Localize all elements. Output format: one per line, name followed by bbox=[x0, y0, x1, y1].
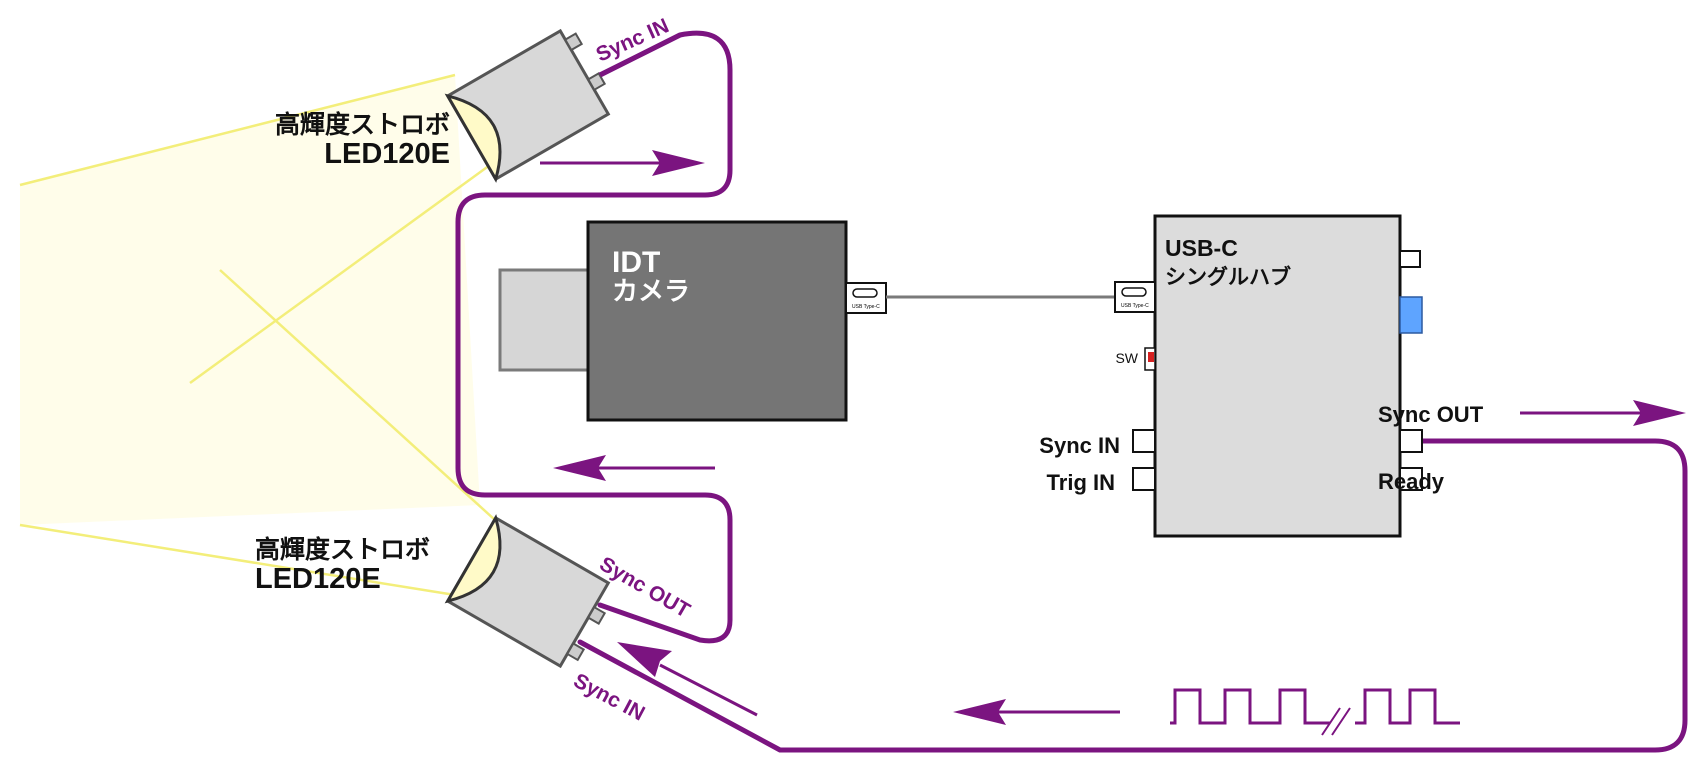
sync-wire-top-stub bbox=[598, 32, 682, 78]
sync-wire-top-loop bbox=[455, 30, 733, 644]
hub-ready-port[interactable] bbox=[1399, 467, 1423, 491]
camera-body bbox=[586, 220, 848, 422]
beam-line bbox=[189, 163, 491, 385]
hub-sync-out-label: Sync OUT bbox=[1378, 402, 1484, 427]
strobe-bottom-name-line2: LED120E bbox=[255, 563, 381, 595]
pulse-train-icon bbox=[1170, 688, 1460, 736]
hub-title-line2: シングルハブ bbox=[1165, 265, 1291, 289]
sync-wire-hub-out bbox=[577, 438, 1688, 753]
sync-in-port bbox=[565, 642, 586, 662]
sync-wiring bbox=[455, 30, 1688, 753]
beam-line bbox=[19, 523, 456, 597]
break-mark-icon bbox=[1321, 707, 1351, 736]
hub-body bbox=[1153, 214, 1402, 538]
strobe-lens bbox=[444, 514, 502, 604]
hub-trig-in-label: Trig IN bbox=[1047, 470, 1115, 495]
light-beam-area bbox=[20, 75, 480, 525]
camera-lens-mount bbox=[498, 268, 592, 372]
strobe-bottom-sync-out-label: Sync OUT bbox=[596, 552, 695, 622]
camera-usb-port-label: USB Type-C bbox=[852, 304, 880, 310]
arrow-left-icon bbox=[953, 699, 1120, 725]
hub-sync-in-port[interactable] bbox=[1132, 429, 1156, 453]
beam-line bbox=[19, 73, 456, 187]
hub-sync-in-label: Sync IN bbox=[1039, 433, 1120, 458]
strobe-bottom-sync-in-label: Sync IN bbox=[570, 669, 649, 725]
hub-sync-out-port[interactable] bbox=[1399, 429, 1423, 453]
light-beams bbox=[19, 73, 496, 597]
arrow-up-left-icon bbox=[617, 642, 758, 717]
hub-trig-in-port[interactable] bbox=[1132, 467, 1156, 491]
camera-title-line1: IDT bbox=[612, 246, 660, 279]
sync-out-port bbox=[586, 605, 607, 625]
strobe-bottom-name-line1: 高輝度ストロボ bbox=[255, 535, 430, 564]
hub-usb-port[interactable] bbox=[1114, 281, 1156, 313]
direction-arrows bbox=[540, 150, 1686, 725]
camera: USB Type-C IDT カメラ bbox=[498, 220, 887, 422]
usb-c-slot-icon bbox=[1121, 287, 1147, 297]
hub-switch-label: SW bbox=[1115, 350, 1138, 366]
hub-switch-red bbox=[1148, 352, 1154, 362]
camera-title-line2: カメラ bbox=[612, 277, 690, 307]
strobe-lens bbox=[444, 93, 502, 183]
beam-line bbox=[219, 269, 496, 521]
camera-usb-port[interactable] bbox=[845, 282, 887, 314]
strobe-top-name-line1: 高輝度ストロボ bbox=[275, 110, 450, 139]
hub-usb-port-label: USB Type-C bbox=[1121, 303, 1149, 309]
strobe-top-name-line2: LED120E bbox=[324, 138, 450, 170]
hub-title-line1: USB-C bbox=[1165, 235, 1238, 261]
arrow-right-icon bbox=[1520, 400, 1686, 426]
usb-c-hub: USB Type-C SW USB-C シングルハブ Sync IN Trig … bbox=[1039, 214, 1484, 538]
hub-white-port[interactable] bbox=[1399, 250, 1421, 268]
arrow-right-icon bbox=[540, 150, 705, 176]
arrow-left-icon bbox=[553, 455, 715, 481]
hub-ready-label: Ready bbox=[1378, 469, 1445, 494]
sync-in-port bbox=[586, 72, 607, 92]
connector-port bbox=[563, 32, 584, 52]
strobe-bottom bbox=[444, 514, 611, 669]
strobe-top bbox=[444, 28, 611, 183]
hub-blue-port[interactable] bbox=[1399, 296, 1423, 334]
usb-c-slot-icon bbox=[852, 288, 878, 298]
